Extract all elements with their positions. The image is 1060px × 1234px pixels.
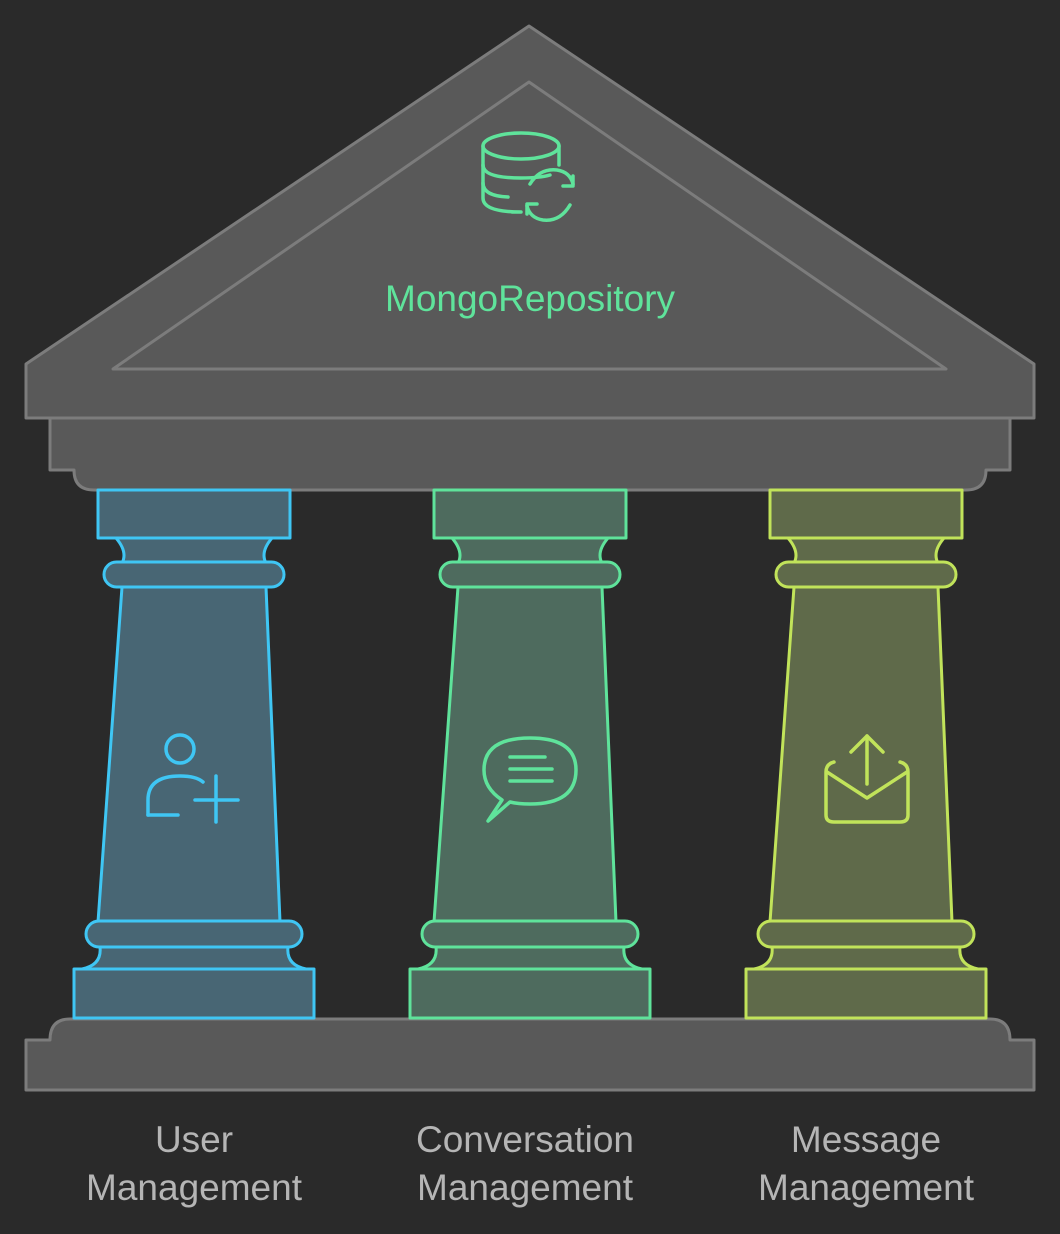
caption-line: Message bbox=[790, 1119, 942, 1160]
pillar-message-management bbox=[744, 488, 988, 1020]
mail-upload-icon bbox=[824, 734, 910, 824]
database-sync-icon bbox=[481, 131, 575, 222]
pillar-capital-block bbox=[432, 488, 628, 540]
entablature bbox=[48, 416, 1012, 492]
pillar-neck bbox=[114, 536, 274, 565]
pillar-foot bbox=[80, 945, 308, 971]
pillar-neck bbox=[450, 536, 610, 565]
pillar-lower-ring bbox=[84, 919, 304, 949]
user-add-icon bbox=[146, 733, 240, 824]
pillar-upper-ring bbox=[774, 560, 958, 589]
chat-bubble-icon bbox=[482, 736, 578, 823]
pillar-shaft bbox=[432, 585, 618, 924]
caption-line: User bbox=[154, 1119, 234, 1160]
pillar-foot bbox=[752, 945, 980, 971]
pillar-upper-ring bbox=[438, 560, 622, 589]
pillar-neck bbox=[786, 536, 946, 565]
caption-line: Conversation bbox=[415, 1119, 634, 1160]
pillar-base-block bbox=[72, 967, 316, 1020]
pillar-upper-ring bbox=[102, 560, 286, 589]
caption-user-management: User Management bbox=[44, 1116, 344, 1212]
roof-outer bbox=[24, 24, 1036, 420]
caption-line: Management bbox=[417, 1167, 633, 1208]
pillar-shaft bbox=[96, 585, 282, 924]
pillar-capital-block bbox=[96, 488, 292, 540]
pillar-lower-ring bbox=[420, 919, 640, 949]
pillar-capital-block bbox=[768, 488, 964, 540]
pillar-lower-ring bbox=[756, 919, 976, 949]
pillar-foot bbox=[416, 945, 644, 971]
roof-inner-triangle bbox=[111, 80, 948, 371]
caption-line: Management bbox=[758, 1167, 974, 1208]
pillar-user-management bbox=[72, 488, 316, 1020]
caption-conversation-management: Conversation Management bbox=[375, 1116, 675, 1212]
caption-line: Management bbox=[86, 1167, 302, 1208]
pillar-conversation-management bbox=[408, 488, 652, 1020]
caption-message-management: Message Management bbox=[716, 1116, 1016, 1212]
diagram-title: MongoRepository bbox=[385, 278, 675, 319]
pillar-base-block bbox=[744, 967, 988, 1020]
pillar-base-block bbox=[408, 967, 652, 1020]
temple-base bbox=[24, 1017, 1036, 1092]
roof bbox=[24, 24, 1036, 420]
pillar-shaft bbox=[768, 585, 954, 924]
